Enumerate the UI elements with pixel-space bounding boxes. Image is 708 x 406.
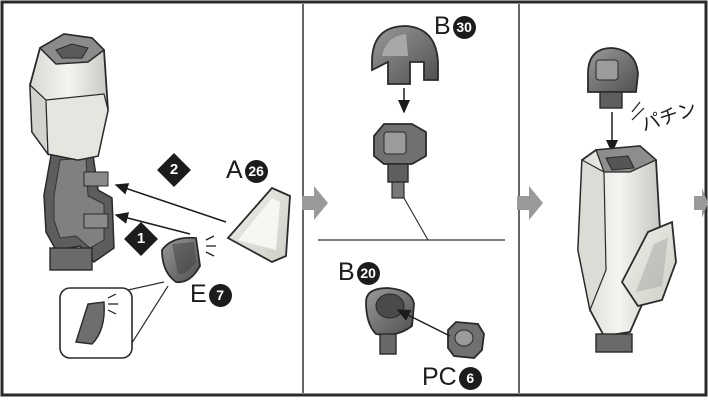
step-2-number: 2 (169, 161, 179, 178)
part-pc6-number: 6 (458, 367, 482, 390)
panel3-assembly (577, 47, 677, 353)
part-e7-number: 7 (208, 284, 232, 307)
step-1-number: 1 (136, 230, 146, 247)
panel3-shield (620, 220, 677, 308)
part-a26-number: 26 (244, 160, 268, 183)
part-e7-letter: E (190, 280, 207, 308)
step-2-marker: 2 (157, 153, 191, 187)
part-b20-letter: B (338, 258, 355, 286)
part-b30-letter: B (434, 12, 451, 40)
part-b30-number: 30 (452, 16, 476, 39)
panel2-callout-notch (403, 197, 429, 241)
panel1-leg-assembly (29, 33, 115, 271)
detail-inset (59, 281, 169, 359)
part-a26-letter: A (226, 156, 243, 184)
flow-arrow-3 (694, 188, 708, 218)
step-1-marker: 1 (124, 222, 158, 256)
flow-arrow-2 (517, 186, 543, 220)
panel2-bottom (365, 287, 485, 359)
part-b20-number: 20 (356, 262, 380, 285)
arrow-step-1 (114, 212, 191, 235)
flow-arrow-1 (302, 186, 328, 220)
part-pc6-letter: PC (422, 363, 457, 391)
arrow-step-2 (114, 183, 227, 223)
panel2-top (371, 25, 439, 199)
